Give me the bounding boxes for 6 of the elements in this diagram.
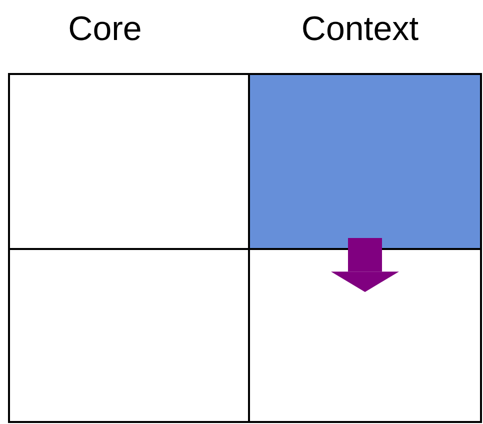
grid-cell	[8, 248, 250, 423]
column-heading: Core	[68, 10, 142, 49]
shaded-cell	[248, 73, 482, 250]
grid-cell	[248, 248, 482, 423]
arrow	[331, 238, 399, 292]
column-heading: Context	[301, 10, 419, 49]
